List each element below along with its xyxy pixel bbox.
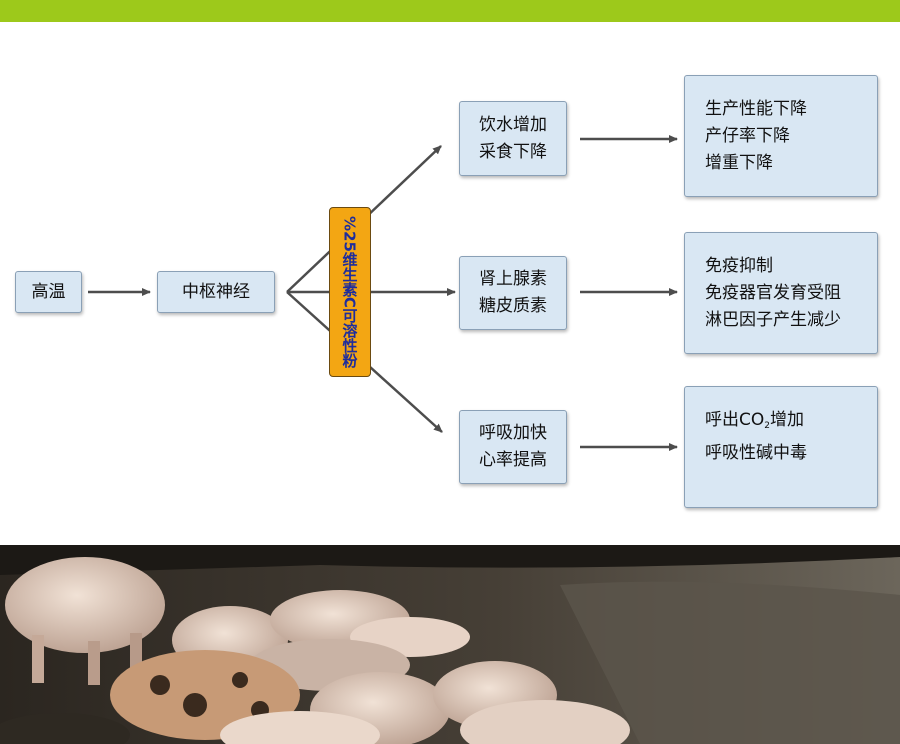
central-nerve-label: 中枢神经 (182, 281, 250, 302)
effect-2-line-2: 免疫器官发育受阻 (705, 282, 841, 303)
cause-node-1: 饮水增加 采食下降 (459, 101, 567, 176)
central-nerve-node: 中枢神经 (157, 271, 275, 313)
effect-3-line-1: 呼出CO2增加 (705, 407, 877, 440)
effect-2-line-3: 淋巴因子产生减少 (705, 309, 841, 330)
top-accent-bar (0, 0, 900, 22)
cause-3-line-2: 心率提高 (479, 450, 547, 470)
effect-3-line-2: 呼吸性碱中毒 (705, 443, 807, 463)
cause-3-line-1: 呼吸加快 (479, 423, 547, 443)
vitamin-c-node: %25维生素C可溶性粉 (329, 207, 371, 377)
cause-1-line-2: 采食下降 (479, 141, 547, 162)
effect-1-line-1: 生产性能下降 (705, 98, 807, 119)
cause-2-line-2: 糖皮质素 (479, 296, 547, 316)
effect-3-co2-text: 呼出CO (705, 410, 765, 430)
effect-3-increase-text: 增加 (770, 410, 804, 430)
cause-node-2: 肾上腺素 糖皮质素 (459, 256, 567, 330)
effects-node-2: 免疫抑制 免疫器官发育受阻 淋巴因子产生减少 (684, 232, 878, 354)
effects-node-1: 生产性能下降 产仔率下降 增重下降 (684, 75, 878, 197)
effect-1-line-2: 产仔率下降 (705, 125, 790, 146)
co2-subscript: 2 (764, 421, 770, 431)
vitamin-c-label: %25维生素C可溶性粉 (340, 216, 359, 368)
pig-pen-photo (0, 545, 900, 744)
heat-label: 高温 (31, 281, 66, 302)
effects-node-3: 呼出CO2增加 呼吸性碱中毒 (684, 386, 878, 508)
effect-1-line-3: 增重下降 (705, 152, 773, 173)
cause-2-line-1: 肾上腺素 (479, 269, 547, 289)
cause-1-line-1: 饮水增加 (479, 114, 547, 135)
pig-pen-illustration (0, 545, 900, 744)
heat-node: 高温 (15, 271, 82, 313)
cause-node-3: 呼吸加快 心率提高 (459, 410, 567, 484)
effect-2-line-1: 免疫抑制 (705, 255, 773, 276)
